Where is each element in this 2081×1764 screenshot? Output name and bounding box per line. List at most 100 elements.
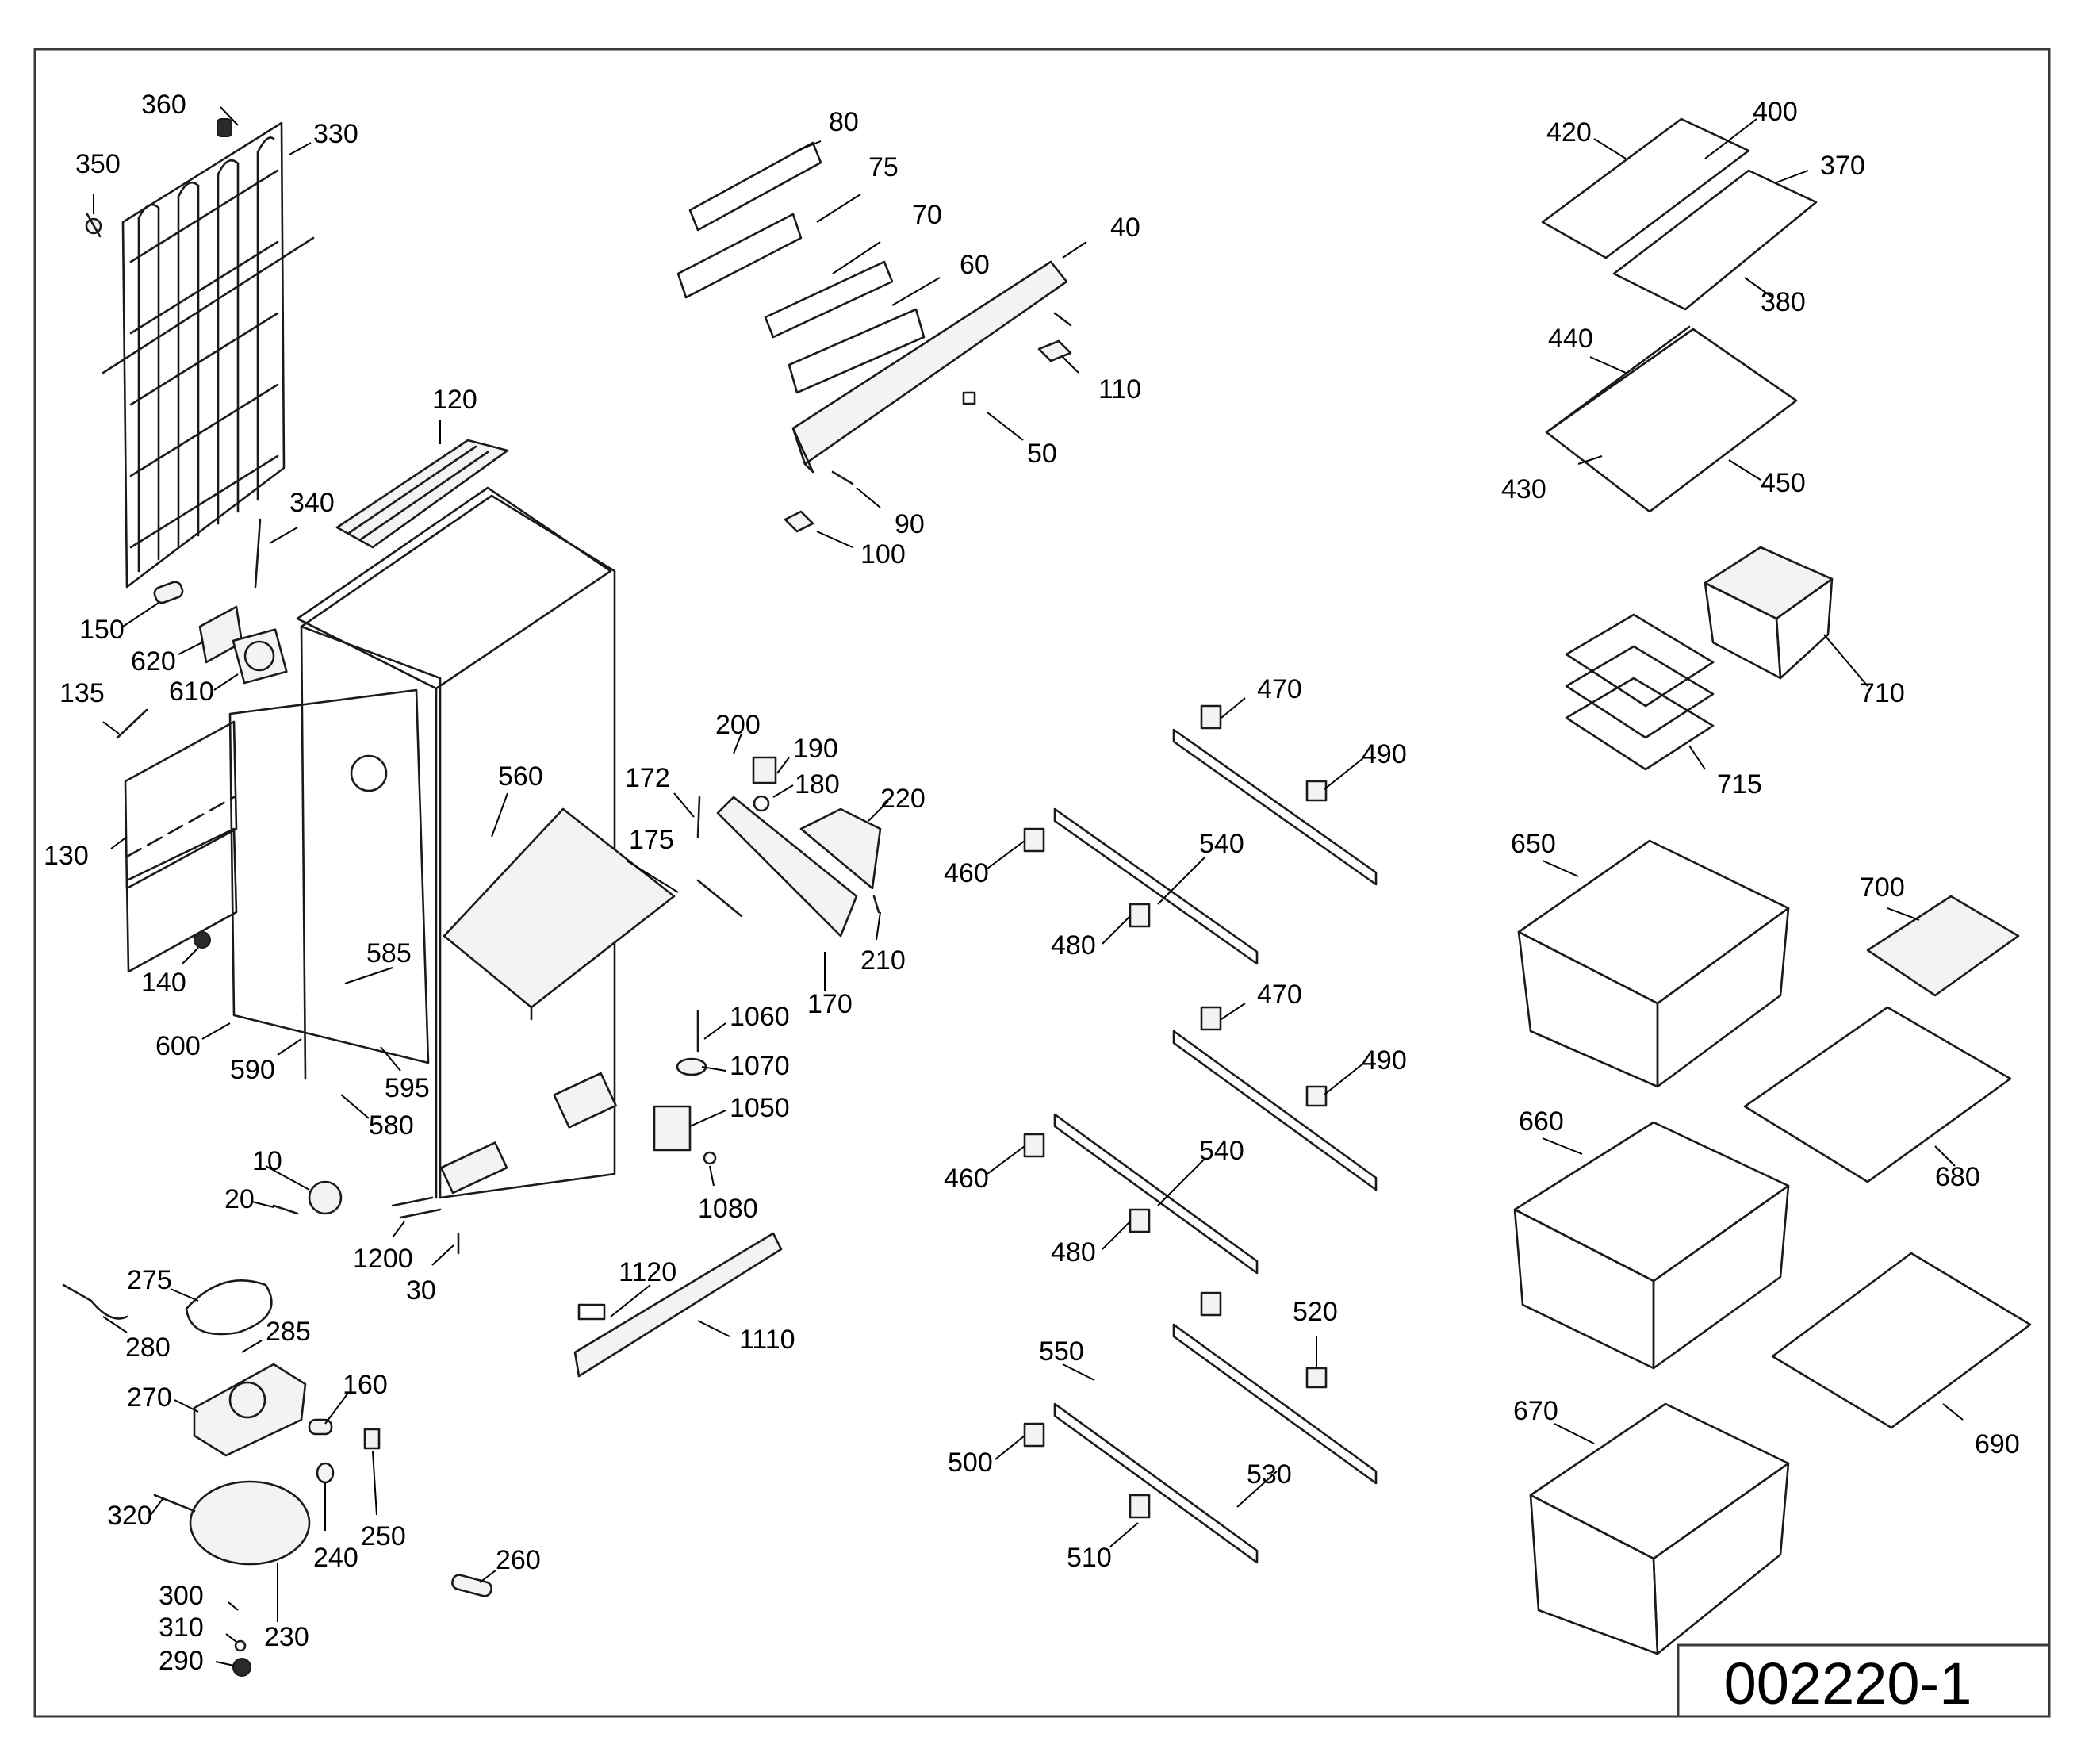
part-250 bbox=[363, 1428, 381, 1450]
heater-260 bbox=[451, 1574, 492, 1597]
crisper-670 bbox=[1529, 1402, 1790, 1655]
label-plate bbox=[577, 1303, 606, 1321]
label-680: 680 bbox=[1935, 1162, 1980, 1192]
label-540a: 540 bbox=[1199, 829, 1244, 859]
label-1110: 1110 bbox=[739, 1325, 795, 1355]
label-275: 275 bbox=[127, 1265, 172, 1295]
crisper-660 bbox=[1513, 1121, 1790, 1370]
label-550: 550 bbox=[1039, 1336, 1084, 1367]
label-300: 300 bbox=[159, 1581, 204, 1611]
cable-275 bbox=[185, 1279, 273, 1336]
label-1120: 1120 bbox=[619, 1257, 676, 1287]
label-270: 270 bbox=[127, 1382, 172, 1413]
hinge-set bbox=[653, 1010, 717, 1165]
bottom-hinge bbox=[439, 1141, 508, 1195]
label-585: 585 bbox=[366, 938, 412, 968]
label-170: 170 bbox=[807, 989, 853, 1019]
relay-box bbox=[193, 1363, 307, 1457]
middle-hinge bbox=[553, 1072, 617, 1129]
label-135: 135 bbox=[59, 678, 105, 708]
label-120: 120 bbox=[432, 385, 477, 415]
label-490b: 490 bbox=[1362, 1045, 1407, 1076]
label-440: 440 bbox=[1548, 324, 1593, 354]
label-330: 330 bbox=[313, 119, 358, 149]
label-230: 230 bbox=[264, 1622, 309, 1652]
cabinet bbox=[228, 486, 616, 1199]
label-590: 590 bbox=[230, 1055, 275, 1085]
screw-350 bbox=[85, 213, 102, 238]
label-50: 50 bbox=[1027, 439, 1057, 469]
condenser-cap bbox=[217, 118, 232, 137]
label-540b: 540 bbox=[1199, 1136, 1244, 1166]
label-220: 220 bbox=[880, 784, 926, 814]
leader-lines bbox=[93, 106, 1964, 1666]
slide-clips bbox=[1023, 704, 1328, 1519]
rod-320 bbox=[153, 1494, 196, 1513]
box-710 bbox=[1704, 546, 1834, 620]
label-1200: 1200 bbox=[353, 1244, 413, 1274]
label-260: 260 bbox=[496, 1545, 541, 1575]
label-180: 180 bbox=[795, 769, 840, 800]
label-60: 60 bbox=[960, 250, 990, 280]
frame-690 bbox=[1771, 1252, 2032, 1429]
label-580: 580 bbox=[369, 1110, 414, 1141]
label-650: 650 bbox=[1511, 829, 1556, 859]
label-320: 320 bbox=[107, 1501, 152, 1531]
label-450: 450 bbox=[1761, 468, 1806, 498]
label-360: 360 bbox=[141, 90, 186, 120]
label-210: 210 bbox=[860, 945, 906, 976]
label-240: 240 bbox=[313, 1543, 358, 1573]
label-290: 290 bbox=[159, 1646, 204, 1676]
fan-assembly bbox=[198, 605, 288, 685]
label-480a: 480 bbox=[1051, 930, 1096, 961]
label-715: 715 bbox=[1717, 769, 1762, 800]
label-710: 710 bbox=[1860, 678, 1905, 708]
label-20: 20 bbox=[224, 1184, 255, 1214]
label-510: 510 bbox=[1067, 1543, 1112, 1573]
label-470b: 470 bbox=[1257, 980, 1302, 1010]
rear-panel bbox=[124, 720, 238, 973]
label-172: 172 bbox=[625, 763, 670, 793]
part-labels: 360 330 350 80 75 70 60 40 110 50 90 100… bbox=[44, 90, 2020, 1676]
screw-90 bbox=[831, 470, 854, 485]
drawing-number: 002220-1 bbox=[1724, 1651, 1972, 1716]
label-560: 560 bbox=[498, 761, 543, 792]
label-1060: 1060 bbox=[730, 1002, 790, 1032]
drawing-number-box: 002220-1 bbox=[1677, 1643, 2051, 1718]
label-160: 160 bbox=[343, 1370, 388, 1400]
thermostat-block bbox=[696, 756, 882, 938]
frame-680 bbox=[1743, 1006, 2012, 1183]
label-430: 430 bbox=[1501, 474, 1546, 504]
nut-140 bbox=[194, 931, 211, 949]
label-340: 340 bbox=[289, 488, 335, 518]
control-panel-assembly bbox=[676, 141, 1068, 474]
label-610: 610 bbox=[169, 677, 214, 707]
label-470a: 470 bbox=[1257, 674, 1302, 704]
label-100: 100 bbox=[860, 539, 906, 569]
label-500: 500 bbox=[948, 1448, 993, 1478]
label-1080: 1080 bbox=[698, 1194, 758, 1224]
label-700: 700 bbox=[1860, 872, 1905, 903]
slide-rails bbox=[1053, 728, 1378, 1564]
label-600: 600 bbox=[155, 1031, 201, 1061]
label-10: 10 bbox=[252, 1146, 282, 1176]
clip-110 bbox=[1037, 339, 1072, 362]
label-1050: 1050 bbox=[730, 1093, 790, 1123]
label-140: 140 bbox=[141, 968, 186, 998]
label-200: 200 bbox=[715, 710, 761, 740]
part-160 bbox=[308, 1418, 333, 1436]
label-40: 40 bbox=[1110, 213, 1140, 243]
label-1070: 1070 bbox=[730, 1051, 790, 1081]
label-30: 30 bbox=[406, 1275, 436, 1306]
wire-rack bbox=[1565, 613, 1715, 771]
cover-700 bbox=[1866, 895, 2020, 997]
label-70: 70 bbox=[912, 200, 942, 230]
drawing-frame bbox=[33, 48, 2051, 1718]
label-670: 670 bbox=[1513, 1396, 1558, 1426]
foot-10 bbox=[308, 1180, 343, 1215]
label-280: 280 bbox=[125, 1333, 171, 1363]
label-620: 620 bbox=[131, 646, 176, 677]
label-490a: 490 bbox=[1362, 739, 1407, 769]
label-350: 350 bbox=[75, 149, 121, 179]
